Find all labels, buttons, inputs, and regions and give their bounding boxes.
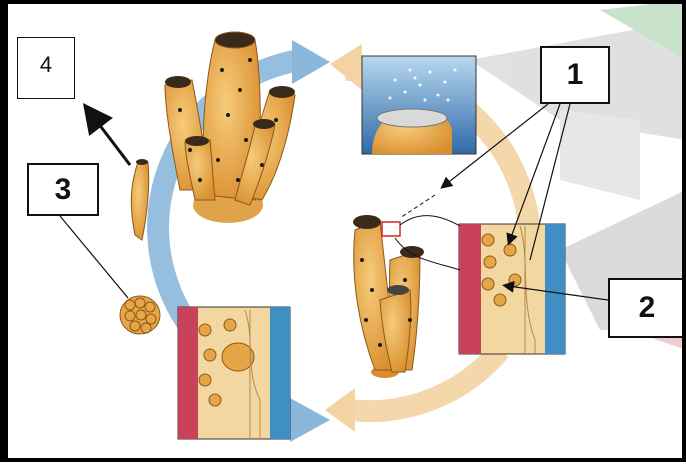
sponge-colony-icon — [353, 215, 424, 378]
label-3-text: 3 — [55, 173, 72, 207]
larva-icon — [131, 159, 148, 240]
label-box-3: 3 — [27, 163, 99, 216]
label-box-2: 2 — [608, 278, 686, 338]
body-wall-section-icon — [178, 307, 290, 439]
label-box-1: 1 — [540, 46, 610, 104]
label-2-text: 2 — [639, 291, 656, 325]
label-box-4: 4 — [17, 37, 75, 99]
label-4-text: 4 — [40, 52, 52, 78]
body-wall-section-icon — [459, 224, 565, 354]
embryo-cluster-icon — [120, 296, 160, 334]
spawning-sponge-icon — [362, 56, 476, 154]
label-1-text: 1 — [567, 58, 584, 92]
